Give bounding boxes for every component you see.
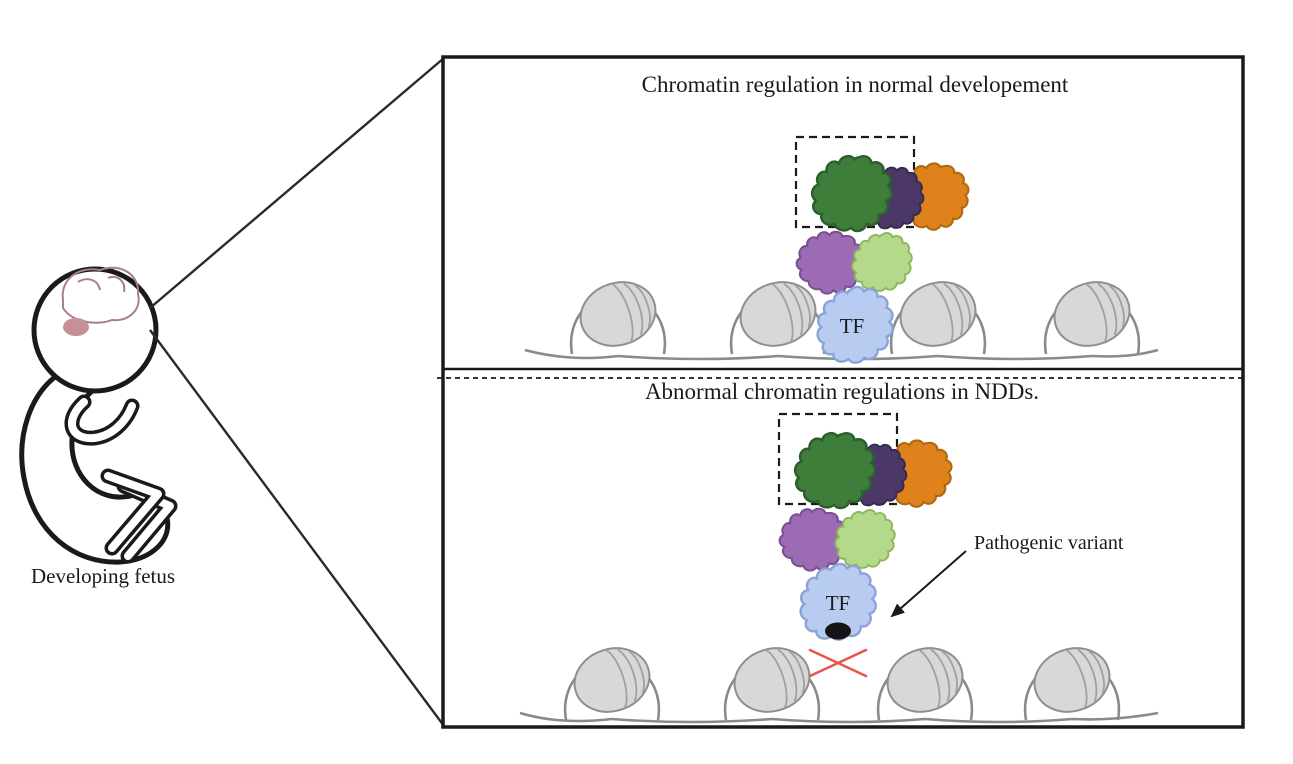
tf-label-bottom: TF <box>826 591 851 615</box>
nucleosome <box>1023 637 1121 723</box>
top-panel-title: Chromatin regulation in normal developem… <box>642 72 1069 97</box>
nucleosome <box>569 271 667 357</box>
fetus-caption: Developing fetus <box>31 564 175 588</box>
pathogenic-variant-label: Pathogenic variant <box>974 532 1124 554</box>
zoom-line-top <box>149 57 445 309</box>
fetus-cerebellum <box>63 318 89 336</box>
binding-blocked-cross <box>808 648 868 678</box>
fetus-brain <box>61 266 140 324</box>
tf-label-top: TF <box>840 314 865 338</box>
fetus-leg-front <box>100 468 166 556</box>
brain-fold-line <box>107 276 126 293</box>
top-panel: Chromatin regulation in normal developem… <box>524 72 1159 367</box>
nucleosome <box>563 637 661 723</box>
top-panel-frame <box>441 55 1245 371</box>
dna-strand-bottom <box>519 711 1159 724</box>
variant-arrow <box>890 550 967 618</box>
nucleosome <box>876 637 974 723</box>
zoom-line-bottom <box>149 329 445 727</box>
nucleosome <box>889 271 987 357</box>
fetus-arm <box>64 394 140 446</box>
brain-fold-line <box>77 278 101 291</box>
chromatin-complex-mutant <box>770 414 960 644</box>
nucleosome <box>723 637 821 723</box>
nucleosome <box>1043 271 1141 357</box>
bottom-panel-title: Abnormal chromatin regulations in NDDs. <box>645 379 1039 404</box>
fetus-illustration: Developing fetus <box>19 266 178 588</box>
pathogenic-variant-dot <box>825 622 851 640</box>
bottom-panel: Abnormal chromatin regulations in NDDs. … <box>519 379 1159 724</box>
